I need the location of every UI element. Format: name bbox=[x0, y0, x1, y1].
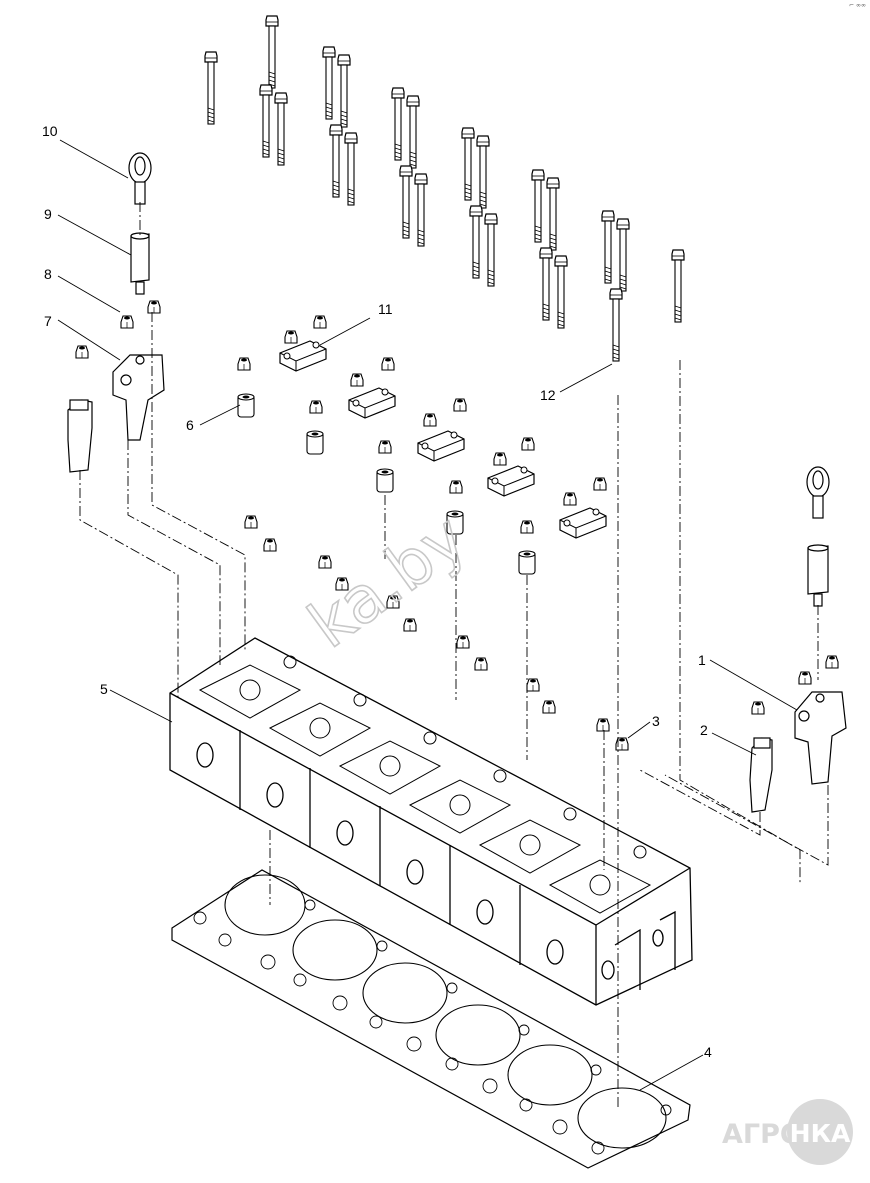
callout-1: 1 bbox=[698, 652, 706, 668]
nut-8a-icon bbox=[120, 315, 134, 329]
agronka-logo: АГРО НКА bbox=[722, 1099, 853, 1165]
head-bolts bbox=[204, 15, 685, 362]
nut-2-icon bbox=[751, 701, 765, 715]
callout-4: 4 bbox=[704, 1044, 712, 1060]
callout-6: 6 bbox=[186, 417, 194, 433]
callout-5: 5 bbox=[100, 681, 108, 697]
callout-8: 8 bbox=[44, 266, 52, 282]
callout-9: 9 bbox=[44, 206, 52, 222]
callout-10: 10 bbox=[42, 123, 58, 139]
left-lifting-assembly bbox=[67, 152, 165, 473]
callout-3: 3 bbox=[652, 713, 660, 729]
watermark-text: ka.by bbox=[296, 501, 480, 663]
leader-lines bbox=[57, 139, 798, 1091]
nut-8b-icon bbox=[147, 300, 161, 314]
nut-1a-icon bbox=[798, 671, 812, 685]
cylinder-head bbox=[169, 637, 693, 1006]
nut-1b-icon bbox=[825, 655, 839, 669]
assembly-guide-lines bbox=[79, 202, 829, 1110]
callout-12: 12 bbox=[540, 387, 556, 403]
logo-badge-text: НКА bbox=[790, 1119, 851, 1148]
nut-7-icon bbox=[75, 345, 89, 359]
callout-11: 11 bbox=[378, 301, 393, 317]
right-lifting-assembly bbox=[749, 466, 847, 813]
callout-7: 7 bbox=[44, 313, 52, 329]
corner-mark: ⌐ ∞∞ bbox=[849, 2, 866, 9]
logo-badge-circle bbox=[787, 1099, 853, 1165]
callout-2: 2 bbox=[700, 722, 708, 738]
head-gasket bbox=[171, 869, 691, 1169]
